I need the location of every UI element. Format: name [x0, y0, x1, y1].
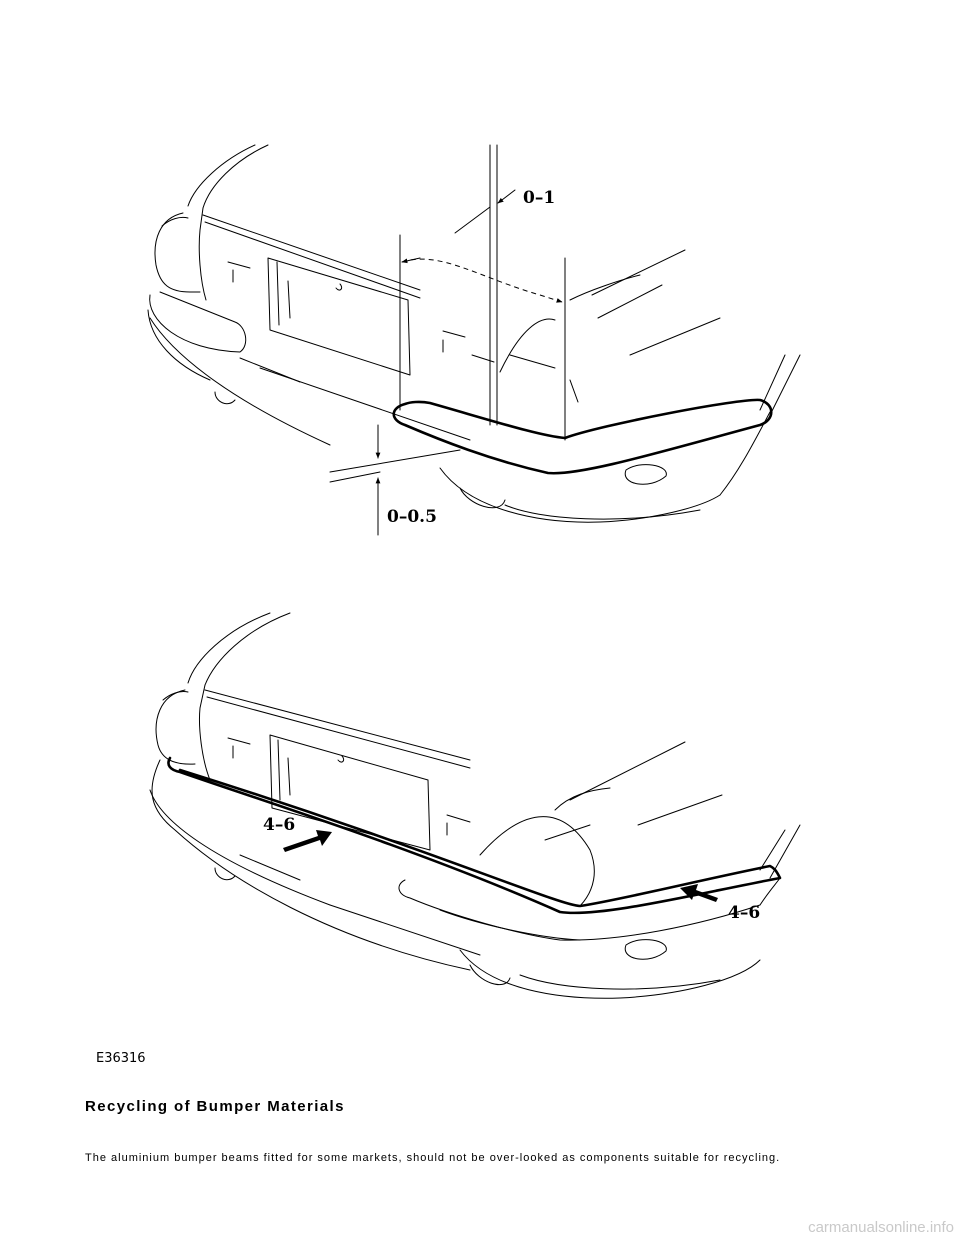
- bumper-fitting-diagram: 0–1 0–0.5: [96, 144, 801, 1066]
- top-car-illustration: [147, 144, 801, 536]
- top-gap-dim-label: 0–1: [523, 188, 555, 208]
- top-step-dim-label: 0–0.5: [387, 507, 437, 527]
- figure-code: E36316: [96, 1051, 146, 1066]
- watermark: carmanualsonline.info: [808, 1219, 954, 1236]
- bottom-left-dim-label: 4–6: [263, 815, 295, 835]
- bottom-right-dim-label: 4–6: [728, 903, 760, 923]
- section-body-text: The aluminium bumper beams fitted for so…: [85, 1152, 781, 1164]
- section-heading: Recycling of Bumper Materials: [85, 1098, 345, 1115]
- bottom-car-illustration: [149, 612, 801, 999]
